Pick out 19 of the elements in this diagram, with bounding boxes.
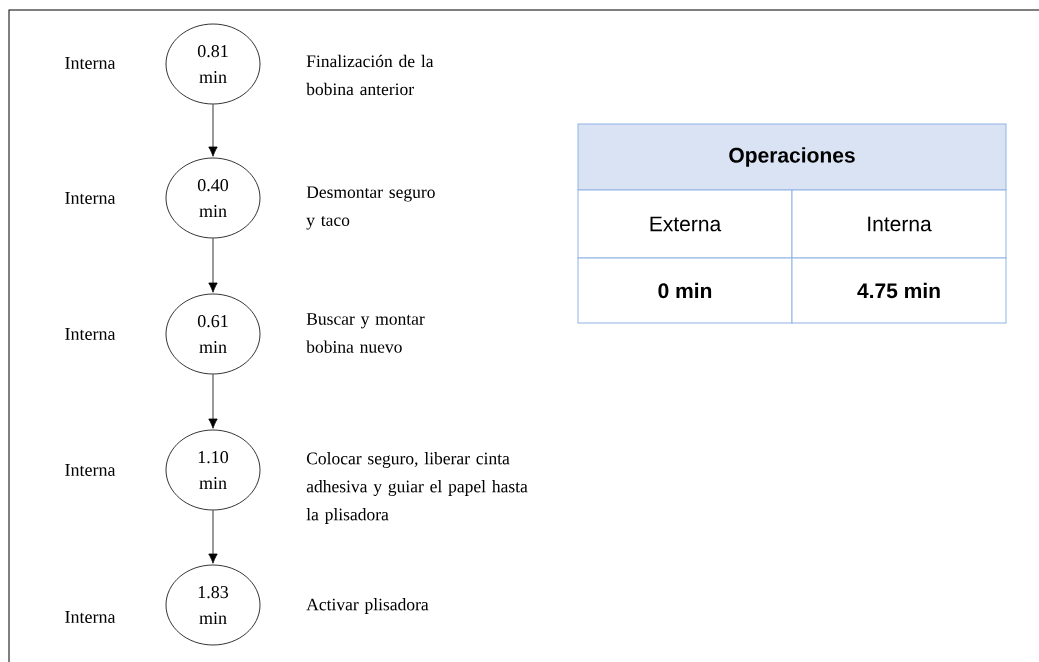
step-description: Buscar y montar bobina nuevo — [306, 313, 425, 353]
arrow — [208, 238, 218, 293]
table-cell: 0 min — [577, 257, 793, 324]
type-label: Interna — [65, 57, 116, 69]
table-cell: Externa — [577, 189, 793, 259]
type-label: Interna — [65, 328, 116, 340]
table-header-cell: Operaciones — [577, 123, 1007, 191]
type-label: Interna — [65, 611, 116, 623]
step-description: Finalización de la bobina anterior — [306, 54, 434, 96]
table-cell: 4.75 min — [791, 257, 1007, 324]
step-description: Colocar seguro, liberar cinta adhesiva y guiar el papel hasta la plisadora — [306, 452, 528, 524]
arrow — [208, 374, 218, 429]
table-cell: Interna — [791, 189, 1007, 259]
step-description: Activar plisadora — [306, 598, 429, 614]
type-label: Interna — [65, 464, 116, 476]
arrow — [208, 510, 218, 564]
step-description: Desmontar seguro y taco — [306, 186, 435, 230]
type-label: Interna — [65, 192, 116, 204]
arrow — [208, 104, 218, 157]
